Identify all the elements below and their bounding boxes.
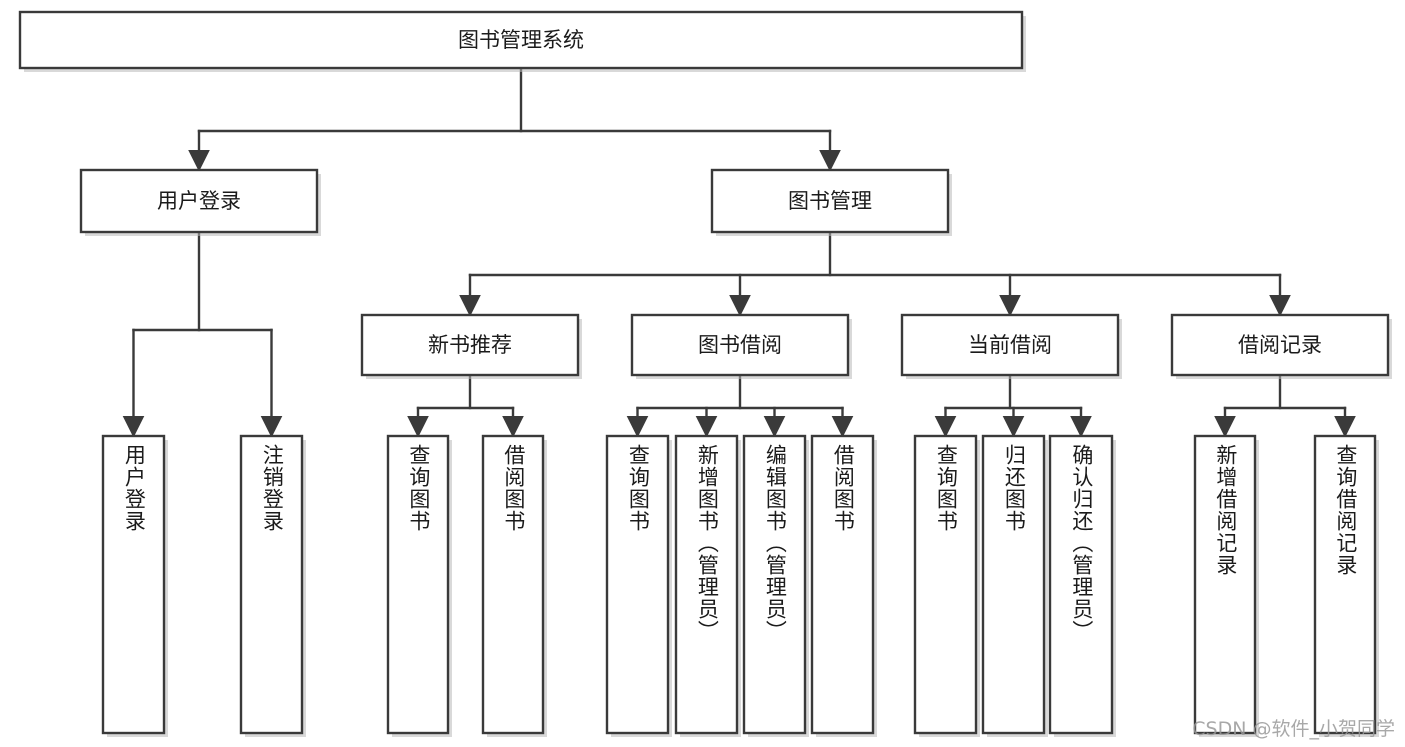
node-图书管理系统-label: 图书管理系统 [458, 28, 584, 52]
node-新书推荐-label: 新书推荐 [428, 333, 512, 357]
node-boxes [18, 10, 1392, 737]
node-当前借阅-box[interactable] [900, 313, 1120, 377]
node-借阅图书-box[interactable] [810, 434, 875, 735]
connector-lines [122, 66, 1356, 438]
node-当前借阅-label: 当前借阅 [968, 333, 1052, 357]
node-用户登录-box[interactable] [79, 168, 319, 234]
node-新书推荐-box[interactable] [360, 313, 580, 377]
node-借阅记录-label: 借阅记录 [1238, 333, 1322, 357]
node-编辑图书管理员-box[interactable] [742, 434, 807, 735]
node-确认归还管理员-box[interactable] [1048, 434, 1114, 735]
node-图书借阅-label: 图书借阅 [698, 333, 782, 357]
node-借阅记录-box[interactable] [1170, 313, 1390, 377]
node-图书管理系统-box[interactable] [18, 10, 1024, 70]
node-图书管理-box[interactable] [710, 168, 950, 234]
node-用户登录-box[interactable] [101, 434, 166, 735]
node-新增借阅记录-box[interactable] [1193, 434, 1257, 735]
node-归还图书-box[interactable] [981, 434, 1046, 735]
node-借阅图书-box[interactable] [481, 434, 545, 735]
node-查询图书-box[interactable] [386, 434, 450, 735]
node-查询图书-box[interactable] [605, 434, 670, 735]
node-图书管理-label: 图书管理 [788, 189, 872, 213]
node-图书借阅-box[interactable] [630, 313, 850, 377]
node-用户登录-label: 用户登录 [157, 189, 241, 213]
node-查询借阅记录-box[interactable] [1313, 434, 1377, 735]
node-查询图书-box[interactable] [913, 434, 978, 735]
node-新增图书管理员-box[interactable] [674, 434, 739, 735]
node-注销登录-box[interactable] [239, 434, 304, 735]
